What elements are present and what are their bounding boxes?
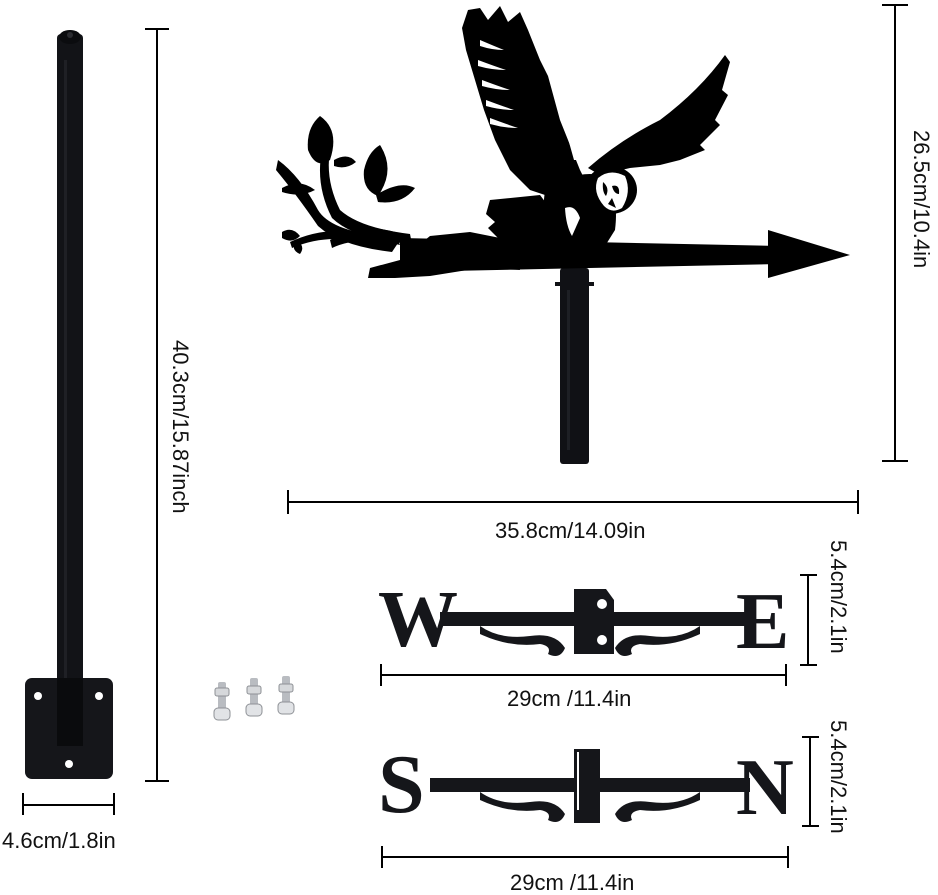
sn-width-dimension-line — [381, 846, 789, 868]
branch — [276, 116, 520, 278]
sn-height-dimension-line — [802, 736, 819, 827]
we-height-dimension-line — [800, 574, 817, 666]
arrowhead — [768, 230, 850, 278]
bolts-hardware — [213, 676, 295, 721]
we-width-dimension-line — [380, 664, 787, 686]
vane-height-dimension-line — [882, 4, 908, 462]
vane-sleeve-tube — [560, 268, 589, 464]
direction-bar-we: W E — [378, 576, 789, 666]
owl-face — [596, 172, 628, 211]
pole-base-plate — [25, 678, 113, 779]
vane-width-label: 35.8cm/14.09in — [495, 518, 646, 543]
base-width-label: 4.6cm/1.8in — [2, 828, 116, 853]
owl-silhouette — [462, 6, 730, 246]
sn-width-label: 29cm /11.4in — [510, 870, 635, 895]
base-width-dimension-line — [22, 793, 115, 815]
we-height-label: 5.4cm/2.1in — [826, 540, 851, 654]
bolt-3 — [277, 676, 295, 715]
mounting-pole — [57, 30, 83, 744]
pole-height-label: 40.3cm/15.87inch — [168, 340, 193, 514]
we-width-label: 29cm /11.4in — [507, 686, 632, 711]
vane-width-dimension-line — [287, 490, 859, 514]
vane-height-label: 26.5cm/10.4in — [909, 130, 934, 269]
pole-height-dimension-line — [145, 28, 169, 782]
direction-bar-sn: S N — [378, 738, 794, 832]
owl-vane — [276, 6, 850, 464]
bolt-2 — [245, 678, 263, 717]
letter-s: S — [378, 738, 425, 831]
hinge-plate — [574, 589, 614, 654]
sn-height-label: 5.4cm/2.1in — [826, 720, 851, 834]
bolt-1 — [213, 682, 231, 721]
